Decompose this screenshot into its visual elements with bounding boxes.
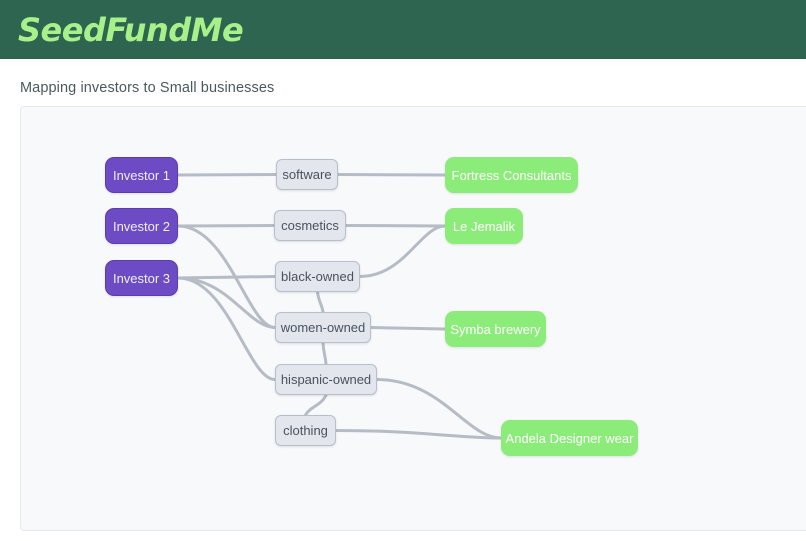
graph-edge-investor-3-to-black-owned <box>176 275 277 280</box>
graph-node-investor-2[interactable]: Investor 2 <box>105 208 178 244</box>
graph-edge-clothing-to-andela <box>334 429 503 440</box>
brand-logo[interactable]: SeedFundMe <box>18 10 244 49</box>
graph-edge-women-owned-to-hispanic-owned <box>321 341 328 366</box>
graph-node-clothing[interactable]: clothing <box>275 415 336 446</box>
graph-edge-cosmetics-to-lejemalik <box>344 224 447 228</box>
page-title: Mapping investors to Small businesses <box>20 80 275 96</box>
graph-canvas-panel[interactable]: Investor 1 Investor 2 Investor 3 software co… <box>20 106 806 531</box>
graph-node-investor-1[interactable]: Investor 1 <box>105 157 178 193</box>
graph-edge-investor-3-to-hispanic-owned <box>176 276 277 381</box>
graph-node-lejemalik[interactable]: Le Jemalik <box>445 208 523 244</box>
graph-node-hispanic-owned[interactable]: hispanic-owned <box>275 364 377 395</box>
graph-node-software[interactable]: software <box>276 159 338 190</box>
site-header: SeedFundMe <box>0 0 806 59</box>
graph-node-andela[interactable]: Andela Designer wear <box>501 420 638 456</box>
graph-node-symba[interactable]: Symba brewery <box>445 311 546 347</box>
graph-edge-investor-2-to-cosmetics <box>176 224 276 228</box>
graph-edge-women-owned-to-symba <box>369 326 447 331</box>
graph-node-investor-3[interactable]: Investor 3 <box>105 260 178 296</box>
graph-edges <box>176 173 503 440</box>
graph-edge-investor-1-to-software <box>176 173 278 177</box>
graph-layer[interactable]: Investor 1 Investor 2 Investor 3 software co… <box>21 107 806 530</box>
graph-edge-black-owned-to-women-owned <box>316 290 325 314</box>
graph-edge-hispanic-owned-to-andela <box>375 378 503 440</box>
graph-node-fortress[interactable]: Fortress Consultants <box>445 157 578 193</box>
graph-node-cosmetics[interactable]: cosmetics <box>274 210 346 241</box>
graph-edge-hispanic-owned-to-clothing <box>304 393 328 417</box>
graph-edge-software-to-fortress <box>336 173 447 177</box>
graph-node-black-owned[interactable]: black-owned <box>275 261 360 292</box>
graph-node-women-owned[interactable]: women-owned <box>275 312 371 343</box>
graph-edge-black-owned-to-lejemalik <box>358 224 447 278</box>
